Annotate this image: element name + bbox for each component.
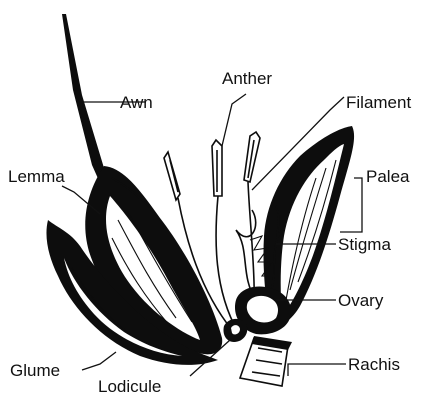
rachis-illustration [240, 336, 292, 386]
label-filament: Filament [346, 93, 411, 112]
label-stigma: Stigma [338, 235, 391, 254]
label-ovary: Ovary [338, 291, 384, 310]
label-glume: Glume [10, 361, 60, 380]
palea-leader [340, 178, 362, 232]
label-rachis: Rachis [348, 355, 400, 374]
anthers-illustration [164, 132, 260, 200]
awn-illustration [62, 14, 110, 183]
label-awn: Awn [120, 93, 153, 112]
lodicule-illustration [223, 319, 247, 342]
label-lemma: Lemma [8, 167, 65, 186]
label-anther: Anther [222, 69, 272, 88]
rachis-leader [288, 364, 346, 376]
label-palea: Palea [366, 167, 410, 186]
anther-leader [222, 94, 246, 146]
glume-leader [82, 352, 116, 370]
label-lodicule: Lodicule [98, 377, 161, 396]
